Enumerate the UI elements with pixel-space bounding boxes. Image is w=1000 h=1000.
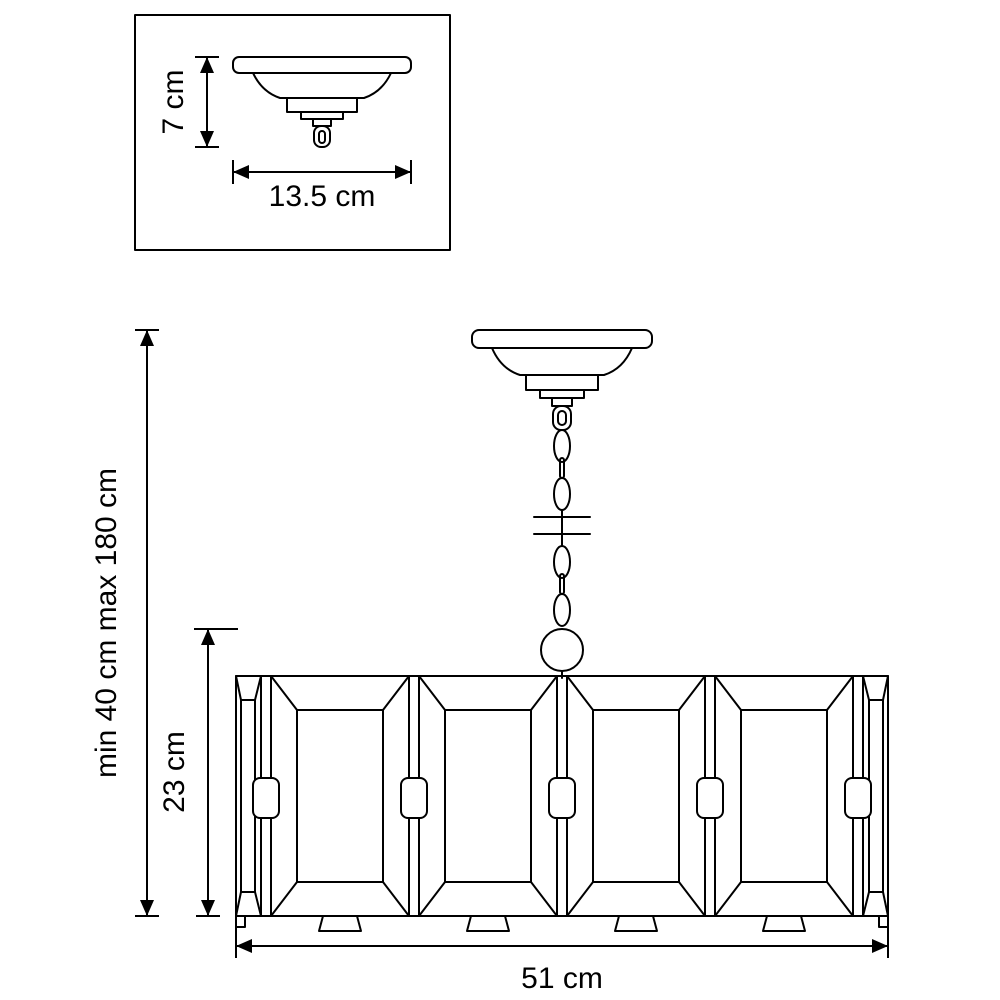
inset-width-dimension: 13.5 cm <box>232 160 412 213</box>
inset-width-label: 13.5 cm <box>269 180 376 213</box>
shade-panel <box>566 675 706 917</box>
shade-divider <box>844 675 872 917</box>
shade-foot <box>466 915 510 932</box>
shade-divider <box>400 675 428 917</box>
inset-panel: 7 cm 13.5 cm <box>134 14 451 251</box>
shade-divider <box>696 675 724 917</box>
inset-border <box>134 14 451 251</box>
shade-corner-foot <box>235 915 246 928</box>
inset-height-dimension: 7 cm <box>157 56 219 148</box>
shade-panel <box>418 675 558 917</box>
shade-right-edge <box>862 675 889 917</box>
shade-divider <box>548 675 576 917</box>
overall-height-label: min 40 cm max 180 cm <box>90 468 123 778</box>
chain-ball <box>540 628 584 672</box>
shade-divider <box>252 675 280 917</box>
inset-height-label: 7 cm <box>157 69 190 134</box>
shade-foot <box>318 915 362 932</box>
shade-height-dimension: 23 cm <box>158 628 238 917</box>
ceiling-canopy <box>471 329 653 431</box>
shade-corner-foot <box>878 915 889 928</box>
shade-foot <box>762 915 806 932</box>
shade-height-label: 23 cm <box>158 731 191 813</box>
shade-panel <box>270 675 410 917</box>
overall-height-dimension: min 40 cm max 180 cm <box>90 329 159 917</box>
lamp-shade <box>235 675 889 932</box>
inset-canopy <box>232 56 412 148</box>
shade-width-dimension: 51 cm <box>235 920 889 995</box>
shade-foot <box>614 915 658 932</box>
hanging-chain <box>533 429 591 679</box>
shade-panel <box>714 675 854 917</box>
shade-width-label: 51 cm <box>521 962 603 995</box>
